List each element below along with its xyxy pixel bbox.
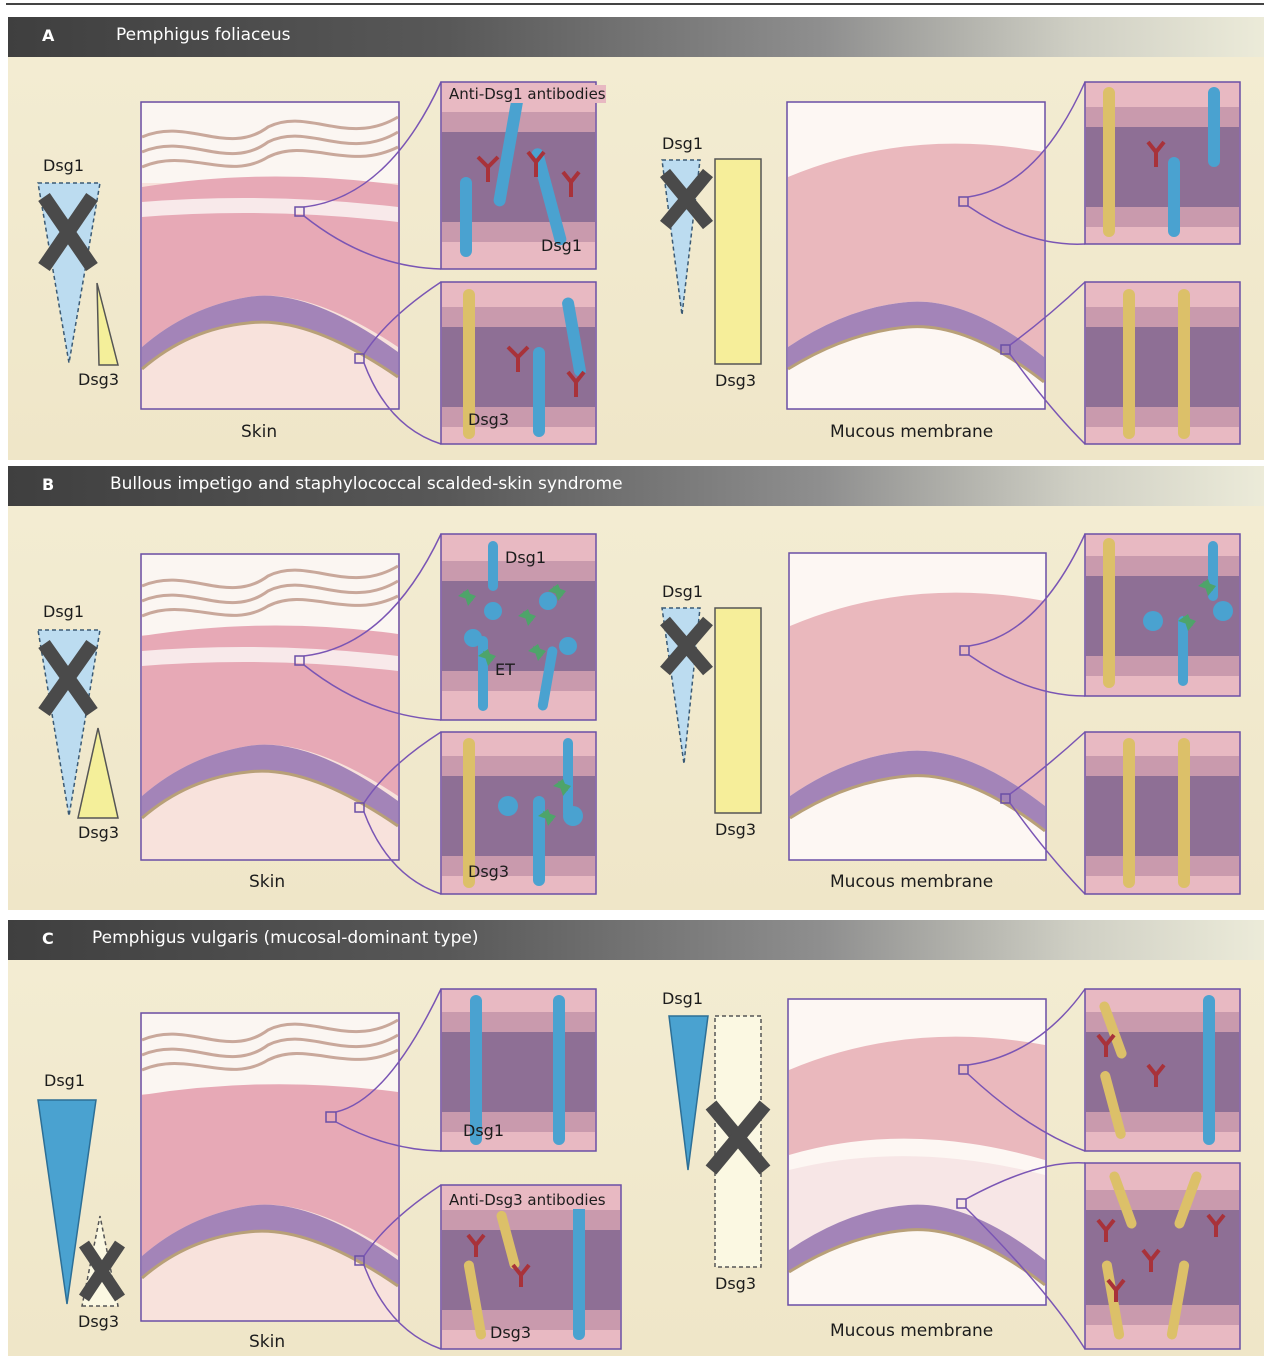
mucosa-tissue (788, 999, 1046, 1305)
panel-letter: C (42, 929, 54, 948)
mucosa-dsg3-label: Dsg3 (715, 1274, 756, 1293)
panel-b: Dsg1 Dsg3 Skin Dsg1 ET Dsg3 Dsg1 Dsg3 Mu… (8, 506, 1264, 910)
callout-dsg3 (441, 732, 596, 894)
mucosa-callout-upper (1085, 534, 1240, 696)
mucosa-callout-upper (1085, 82, 1240, 244)
dsg3-molecule-label: Dsg3 (490, 1323, 531, 1342)
skin-tissue (141, 1013, 399, 1321)
dsg3-distribution (78, 728, 118, 818)
mucosa-caption: Mucous membrane (830, 1321, 993, 1341)
skin-dsg1-label: Dsg1 (44, 1071, 85, 1090)
antibody-callout-label: Anti-Dsg3 antibodies (449, 1191, 606, 1209)
panel-b-header: B Bullous impetigo and staphylococcal sc… (8, 466, 1264, 506)
callout-dsg3-antibodies (441, 1185, 621, 1349)
mucosa-dsg3-label: Dsg3 (715, 820, 756, 839)
skin-caption: Skin (249, 872, 285, 892)
mucosa-tissue (787, 102, 1045, 409)
skin-caption: Skin (249, 1332, 285, 1352)
panel-a: Dsg1 Dsg3 Skin Anti-Dsg1 antibodies Dsg1… (8, 57, 1264, 460)
top-rule (6, 3, 1264, 5)
dsg3-distribution (715, 159, 761, 364)
panel-a-header: A Pemphigus foliaceus (8, 17, 1264, 57)
skin-dsg3-label: Dsg3 (78, 823, 119, 842)
dsg3-distribution (715, 608, 761, 813)
mucosa-caption: Mucous membrane (830, 872, 993, 892)
mucosa-tissue (789, 553, 1046, 860)
mucosa-callout-lower (1085, 282, 1240, 444)
panel-letter: A (42, 26, 54, 45)
dsg1-distribution (38, 1100, 96, 1304)
skin-dsg1-label: Dsg1 (43, 156, 84, 175)
dsg1-molecule-label: Dsg1 (463, 1121, 504, 1140)
mucosa-callout-lower (1085, 732, 1240, 894)
panel-a-illustration (8, 57, 1264, 460)
dsg3-molecule-label: Dsg3 (468, 862, 509, 881)
mucosa-dsg3-label: Dsg3 (715, 371, 756, 390)
mucosa-dsg1-label: Dsg1 (662, 134, 703, 153)
panel-c-header: C Pemphigus vulgaris (mucosal-dominant t… (8, 920, 1264, 960)
dsg3-molecule-label: Dsg3 (468, 410, 509, 429)
skin-dsg3-label: Dsg3 (78, 1312, 119, 1331)
toxin-label: ET (495, 660, 515, 679)
panel-letter: B (42, 475, 54, 494)
callout-dsg3 (441, 282, 596, 444)
panel-title: Pemphigus vulgaris (mucosal-dominant typ… (92, 928, 478, 948)
skin-dsg3-label: Dsg3 (78, 370, 119, 389)
skin-tissue (141, 554, 399, 860)
skin-caption: Skin (241, 422, 277, 442)
panel-b-illustration (8, 506, 1264, 910)
dsg1-molecule-label: Dsg1 (541, 236, 582, 255)
skin-tissue (141, 102, 399, 409)
panel-c-illustration (8, 960, 1264, 1356)
mucosa-dsg1-label: Dsg1 (662, 582, 703, 601)
panel-title: Pemphigus foliaceus (116, 25, 290, 45)
dsg1-distribution (669, 1016, 708, 1170)
skin-dsg1-label: Dsg1 (43, 602, 84, 621)
panel-title: Bullous impetigo and staphylococcal scal… (110, 474, 623, 494)
mucosa-dsg1-label: Dsg1 (662, 989, 703, 1008)
mucosa-caption: Mucous membrane (830, 422, 993, 442)
panel-c: Dsg1 Dsg3 Skin Dsg1 Anti-Dsg3 antibodies… (8, 960, 1264, 1356)
mucosa-callout-upper (1085, 989, 1240, 1151)
antibody-callout-label: Anti-Dsg1 antibodies (449, 85, 606, 103)
dsg1-molecule-label: Dsg1 (505, 548, 546, 567)
dsg3-distribution (97, 283, 118, 365)
mucosa-callout-lower (1085, 1163, 1240, 1349)
